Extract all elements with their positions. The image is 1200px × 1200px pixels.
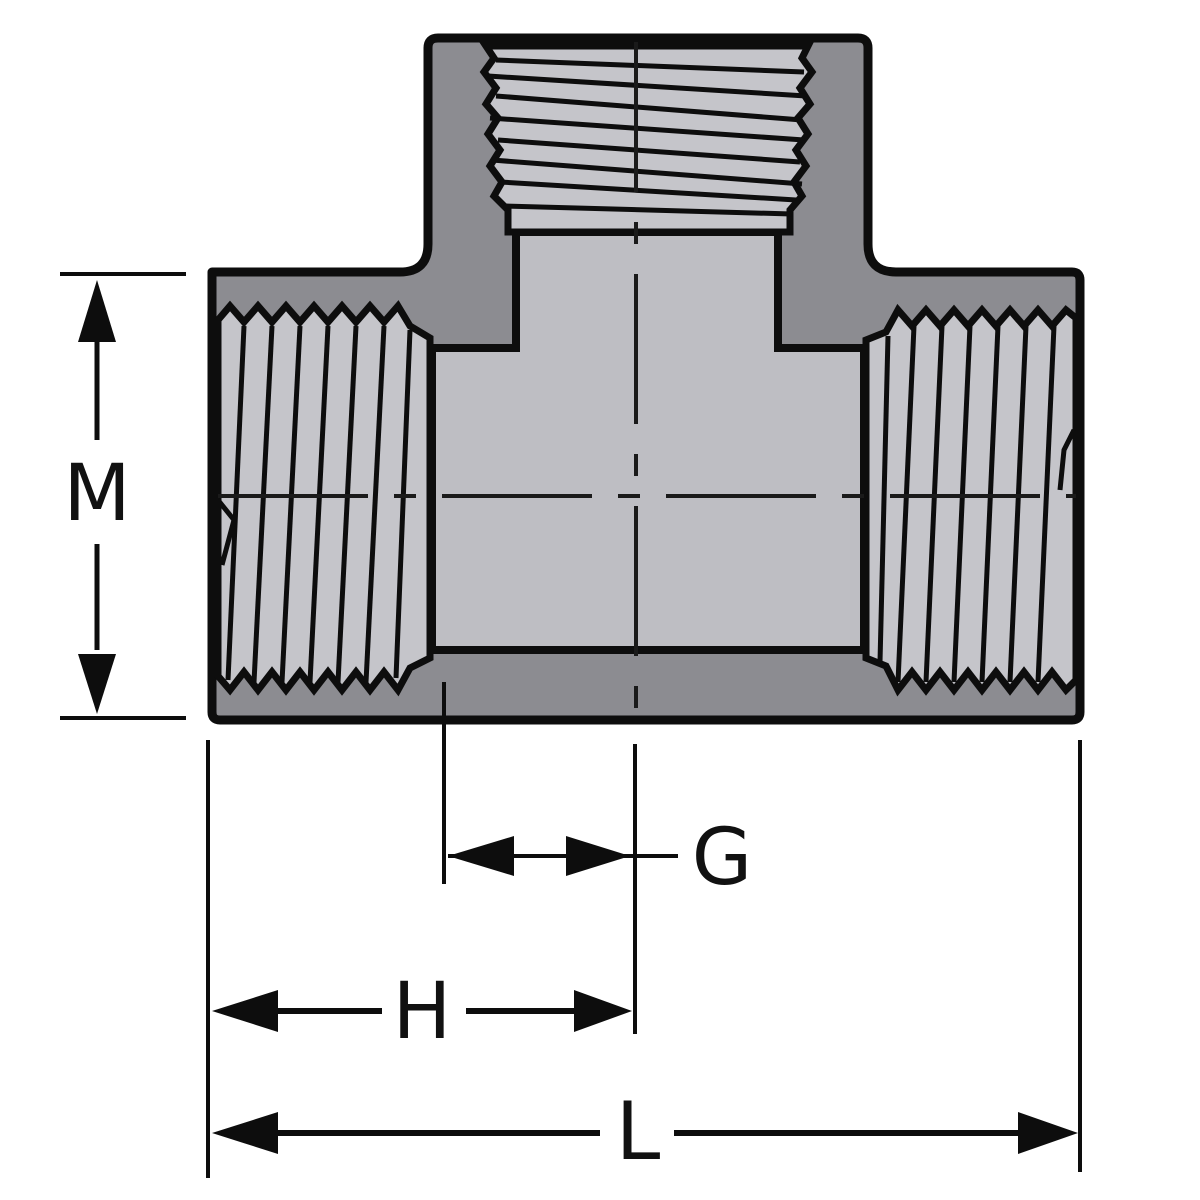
dimension-label-h: H (392, 967, 452, 1057)
top-branch-threads (479, 42, 817, 236)
dimension-m (78, 280, 116, 714)
dimension-h (212, 990, 632, 1032)
central-bore (428, 228, 868, 654)
dimension-g (448, 836, 678, 876)
extension-lines (60, 272, 1082, 1178)
centerlines (218, 42, 1076, 716)
dimension-label-g: G (691, 813, 753, 903)
dimension-label-l: L (615, 1085, 661, 1178)
dimension-label-m: M (63, 449, 131, 539)
dimension-l (212, 1112, 1078, 1154)
right-port-threads (862, 303, 1080, 697)
